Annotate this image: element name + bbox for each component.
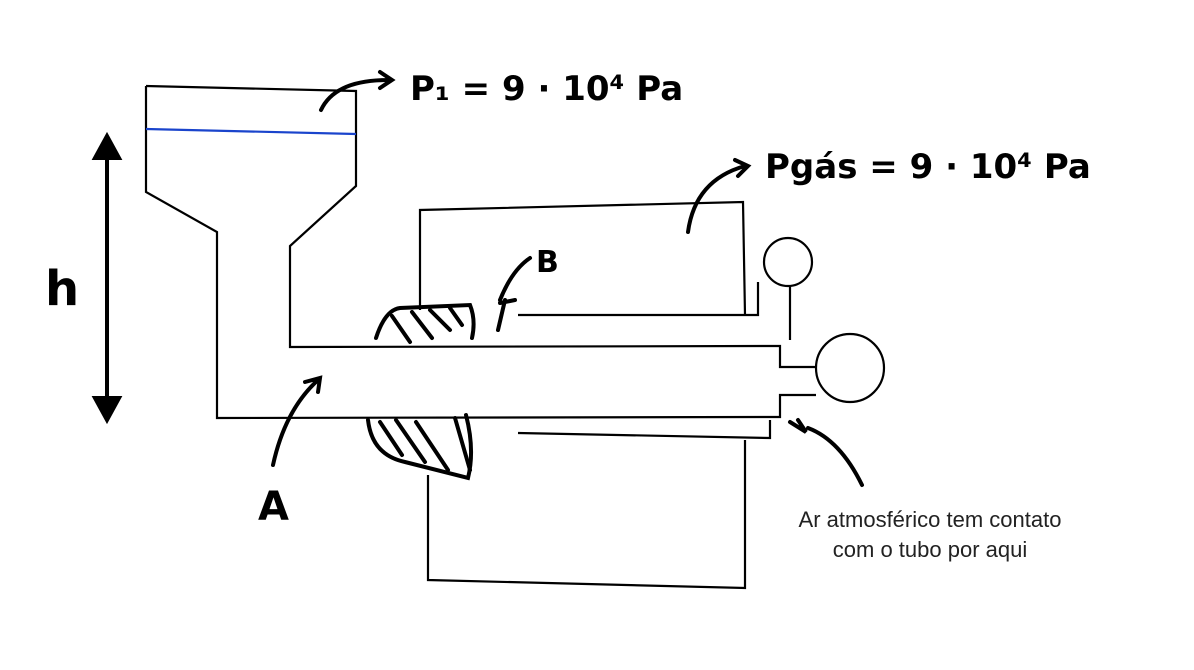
pressure-gauge	[814, 332, 886, 404]
lower-inner-line	[517, 420, 772, 440]
lower-chamber	[426, 440, 747, 590]
point-b-label: B	[536, 245, 559, 280]
point-a-label: A	[258, 484, 289, 530]
tank-right-wall	[145, 84, 816, 369]
p1-label: P₁ = 9 · 10⁴ Pa	[410, 69, 683, 109]
upper-inner-line	[518, 282, 760, 317]
height-arrow	[91, 131, 123, 425]
hatched-seals	[366, 298, 517, 481]
upper-chamber	[418, 200, 747, 316]
small-gauge	[762, 236, 814, 288]
h-label: h	[45, 261, 79, 317]
pgas-label: Pgás = 9 · 10⁴ Pa	[765, 147, 1091, 187]
atmospheric-contact-note: Ar atmosférico tem contato com o tubo po…	[798, 507, 1062, 562]
water-level	[145, 127, 357, 136]
annotation-arrows	[271, 70, 864, 487]
tank-left-wall	[144, 86, 816, 420]
